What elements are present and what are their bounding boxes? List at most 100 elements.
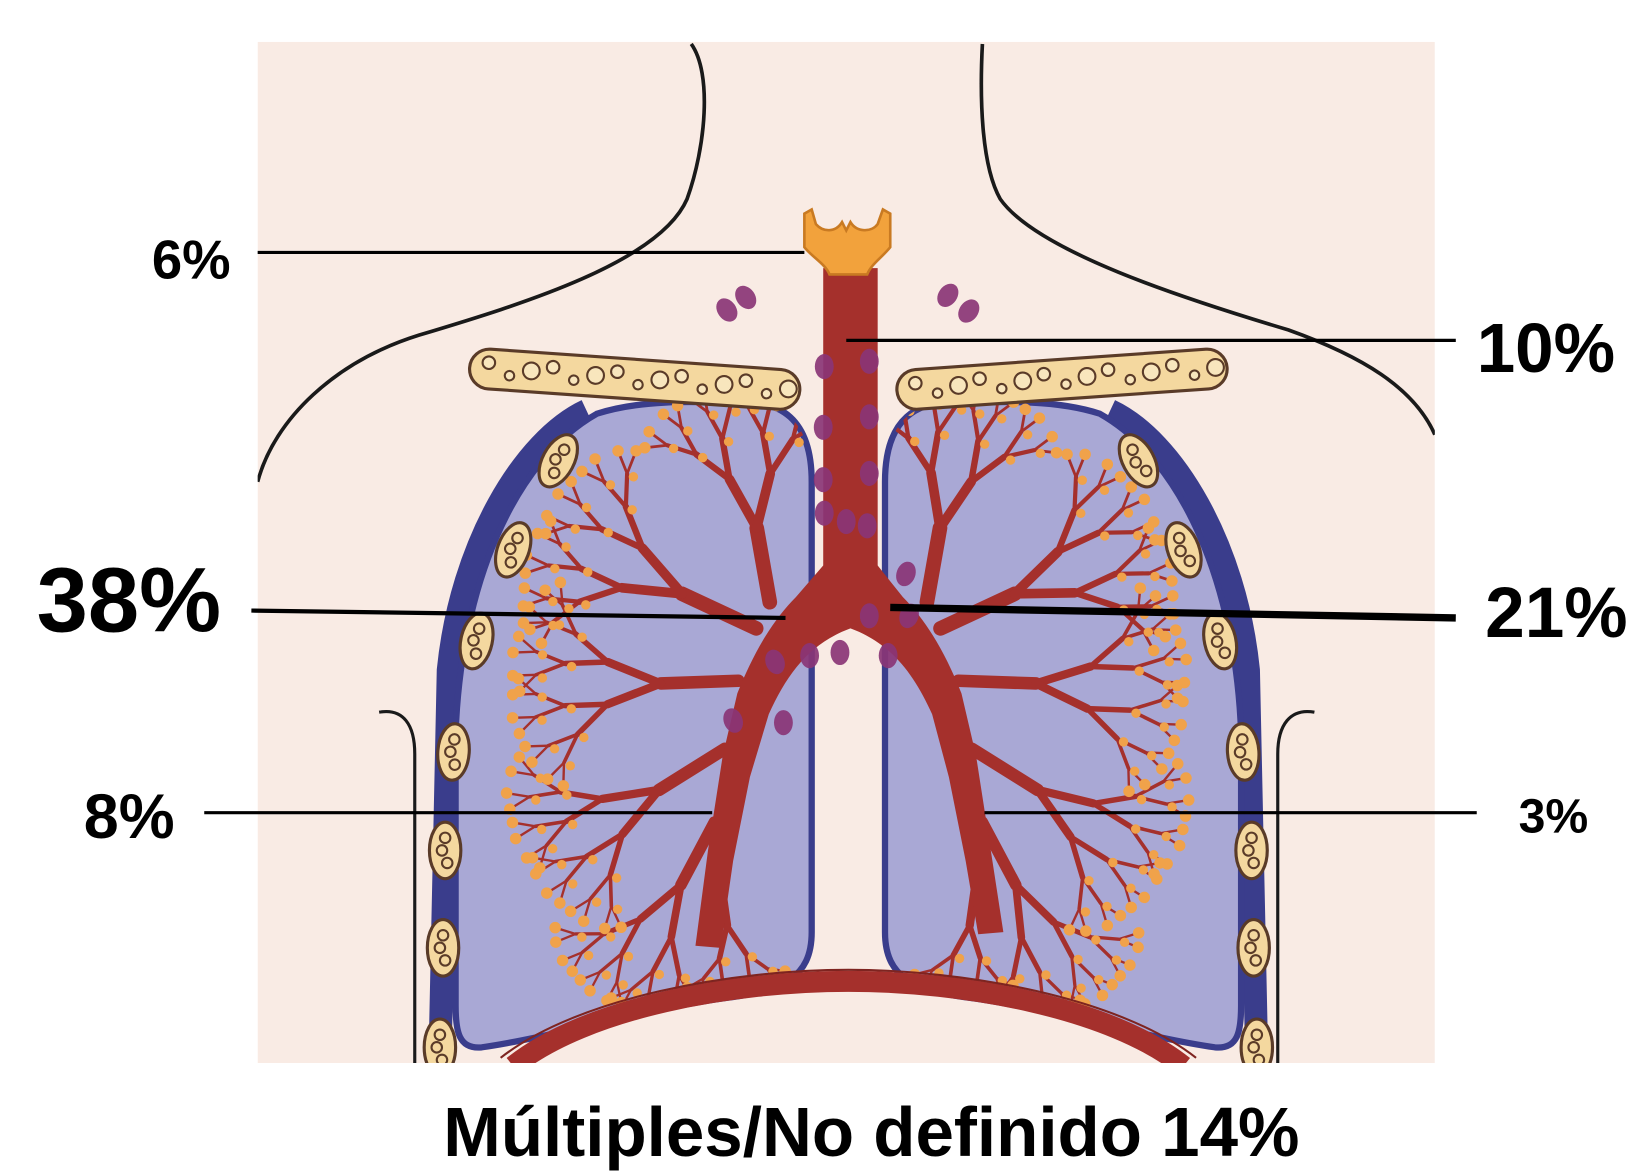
alveolus-dot bbox=[975, 409, 984, 418]
alveolus-dot bbox=[550, 744, 559, 753]
clavicle-marrow-dot bbox=[950, 376, 968, 394]
bronchiole bbox=[626, 474, 627, 507]
alveolus-dot bbox=[538, 650, 547, 659]
alveolus-dot bbox=[1126, 884, 1135, 893]
alveolus-dot bbox=[1160, 722, 1169, 731]
alveolus-dot bbox=[1141, 549, 1150, 558]
alveolus-dot bbox=[1135, 666, 1144, 675]
alveolus-dot bbox=[1174, 840, 1186, 852]
alveolus-dot bbox=[1172, 758, 1184, 770]
alveolus-dot bbox=[507, 670, 519, 682]
alveolus-dot bbox=[604, 528, 613, 537]
clavicle-marrow-dot bbox=[611, 365, 624, 378]
alveolus-dot bbox=[561, 542, 570, 551]
alveolus-dot bbox=[514, 686, 526, 698]
clavicle-marrow-dot bbox=[651, 371, 669, 389]
alveolus-dot bbox=[501, 787, 513, 799]
alveolus-dot bbox=[539, 584, 551, 596]
alveolus-dot bbox=[1183, 794, 1195, 806]
alveolus-dot bbox=[1100, 531, 1109, 540]
alveolus-dot bbox=[541, 887, 553, 899]
clavicle-marrow-dot bbox=[715, 375, 733, 393]
callout-larynx: 6% bbox=[152, 230, 231, 291]
alveolus-dot bbox=[571, 524, 580, 533]
clavicle-marrow-dot bbox=[522, 362, 540, 380]
clavicle-marrow-dot bbox=[546, 360, 559, 373]
alveolus-dot bbox=[507, 712, 519, 724]
alveolus-dot bbox=[1165, 657, 1174, 666]
alveolus-dot bbox=[1123, 786, 1135, 798]
alveolus-dot bbox=[549, 922, 561, 934]
alveolus-dot bbox=[1132, 942, 1144, 954]
callout-right-main: 21% bbox=[1485, 574, 1628, 653]
clavicle-marrow-dot bbox=[761, 389, 771, 399]
alveolus-dot bbox=[1041, 970, 1050, 979]
clavicle-marrow-dot bbox=[633, 380, 643, 390]
alveolus-dot bbox=[980, 439, 989, 448]
alveolus-dot bbox=[557, 860, 566, 869]
bronchiole bbox=[958, 681, 1035, 684]
alveolus-dot bbox=[1165, 780, 1174, 789]
alveolus-dot bbox=[562, 790, 571, 799]
lymph-node bbox=[860, 404, 879, 429]
alveolus-dot bbox=[612, 445, 624, 457]
callout-left-lower: 8% bbox=[84, 782, 175, 852]
bronchiole bbox=[1075, 477, 1077, 510]
clavicle-marrow-dot bbox=[779, 380, 797, 398]
alveolus-dot bbox=[568, 820, 577, 829]
lymph-node bbox=[774, 710, 793, 735]
alveolus-dot bbox=[1108, 858, 1117, 867]
alveolus-dot bbox=[1156, 763, 1168, 775]
alveolus-dot bbox=[643, 426, 655, 438]
alveolus-dot bbox=[681, 973, 690, 982]
alveolus-dot bbox=[1100, 486, 1109, 495]
alveolus-dot bbox=[1078, 476, 1087, 485]
alveolus-dot bbox=[1076, 509, 1085, 518]
clavicle-marrow-dot bbox=[1101, 363, 1114, 376]
alveolus-dot bbox=[510, 833, 522, 845]
alveolus-dot bbox=[683, 426, 692, 435]
alveolus-dot bbox=[554, 897, 566, 909]
alveolus-dot bbox=[526, 756, 538, 768]
alveolus-dot bbox=[1124, 959, 1136, 971]
rib bbox=[1236, 822, 1267, 879]
alveolus-dot bbox=[541, 510, 553, 522]
alveolus-dot bbox=[1139, 865, 1148, 874]
alveolus-dot bbox=[577, 632, 586, 641]
alveolus-dot bbox=[1144, 627, 1153, 636]
rib-bone bbox=[1238, 920, 1269, 977]
alveolus-dot bbox=[589, 453, 601, 465]
rib bbox=[1241, 1019, 1272, 1076]
lymph-node bbox=[800, 643, 819, 668]
alveolus-dot bbox=[1163, 680, 1172, 689]
alveolus-dot bbox=[1080, 925, 1092, 937]
alveolus-dot bbox=[567, 662, 576, 671]
alveolus-dot bbox=[1151, 873, 1163, 885]
rib-bone bbox=[427, 920, 458, 977]
alveolus-dot bbox=[1163, 748, 1175, 760]
alveolus-dot bbox=[514, 751, 526, 763]
alveolus-dot bbox=[1034, 412, 1046, 424]
alveolus-dot bbox=[536, 638, 548, 650]
alveolus-dot bbox=[1112, 955, 1121, 964]
alveolus-dot bbox=[538, 673, 547, 682]
rib-bone bbox=[424, 1019, 455, 1076]
alveolus-dot bbox=[627, 505, 636, 514]
clavicle-marrow-dot bbox=[739, 374, 752, 387]
clavicle-marrow-dot bbox=[482, 356, 495, 369]
alveolus-dot bbox=[514, 728, 526, 740]
alveolus-dot bbox=[581, 600, 590, 609]
alveolus-dot bbox=[1148, 645, 1160, 657]
alveolus-dot bbox=[794, 438, 803, 447]
alveolus-dot bbox=[910, 437, 919, 446]
rib bbox=[427, 920, 458, 977]
alveolus-dot bbox=[1115, 471, 1127, 483]
alveolus-dot bbox=[1094, 975, 1103, 984]
clavicle-marrow-dot bbox=[1190, 370, 1200, 380]
alveolus-dot bbox=[564, 604, 573, 613]
alveolus-dot bbox=[550, 936, 562, 948]
alveolus-dot bbox=[518, 617, 530, 629]
alveolus-dot bbox=[997, 414, 1006, 423]
rib bbox=[1238, 920, 1269, 977]
alveolus-dot bbox=[1143, 522, 1155, 534]
